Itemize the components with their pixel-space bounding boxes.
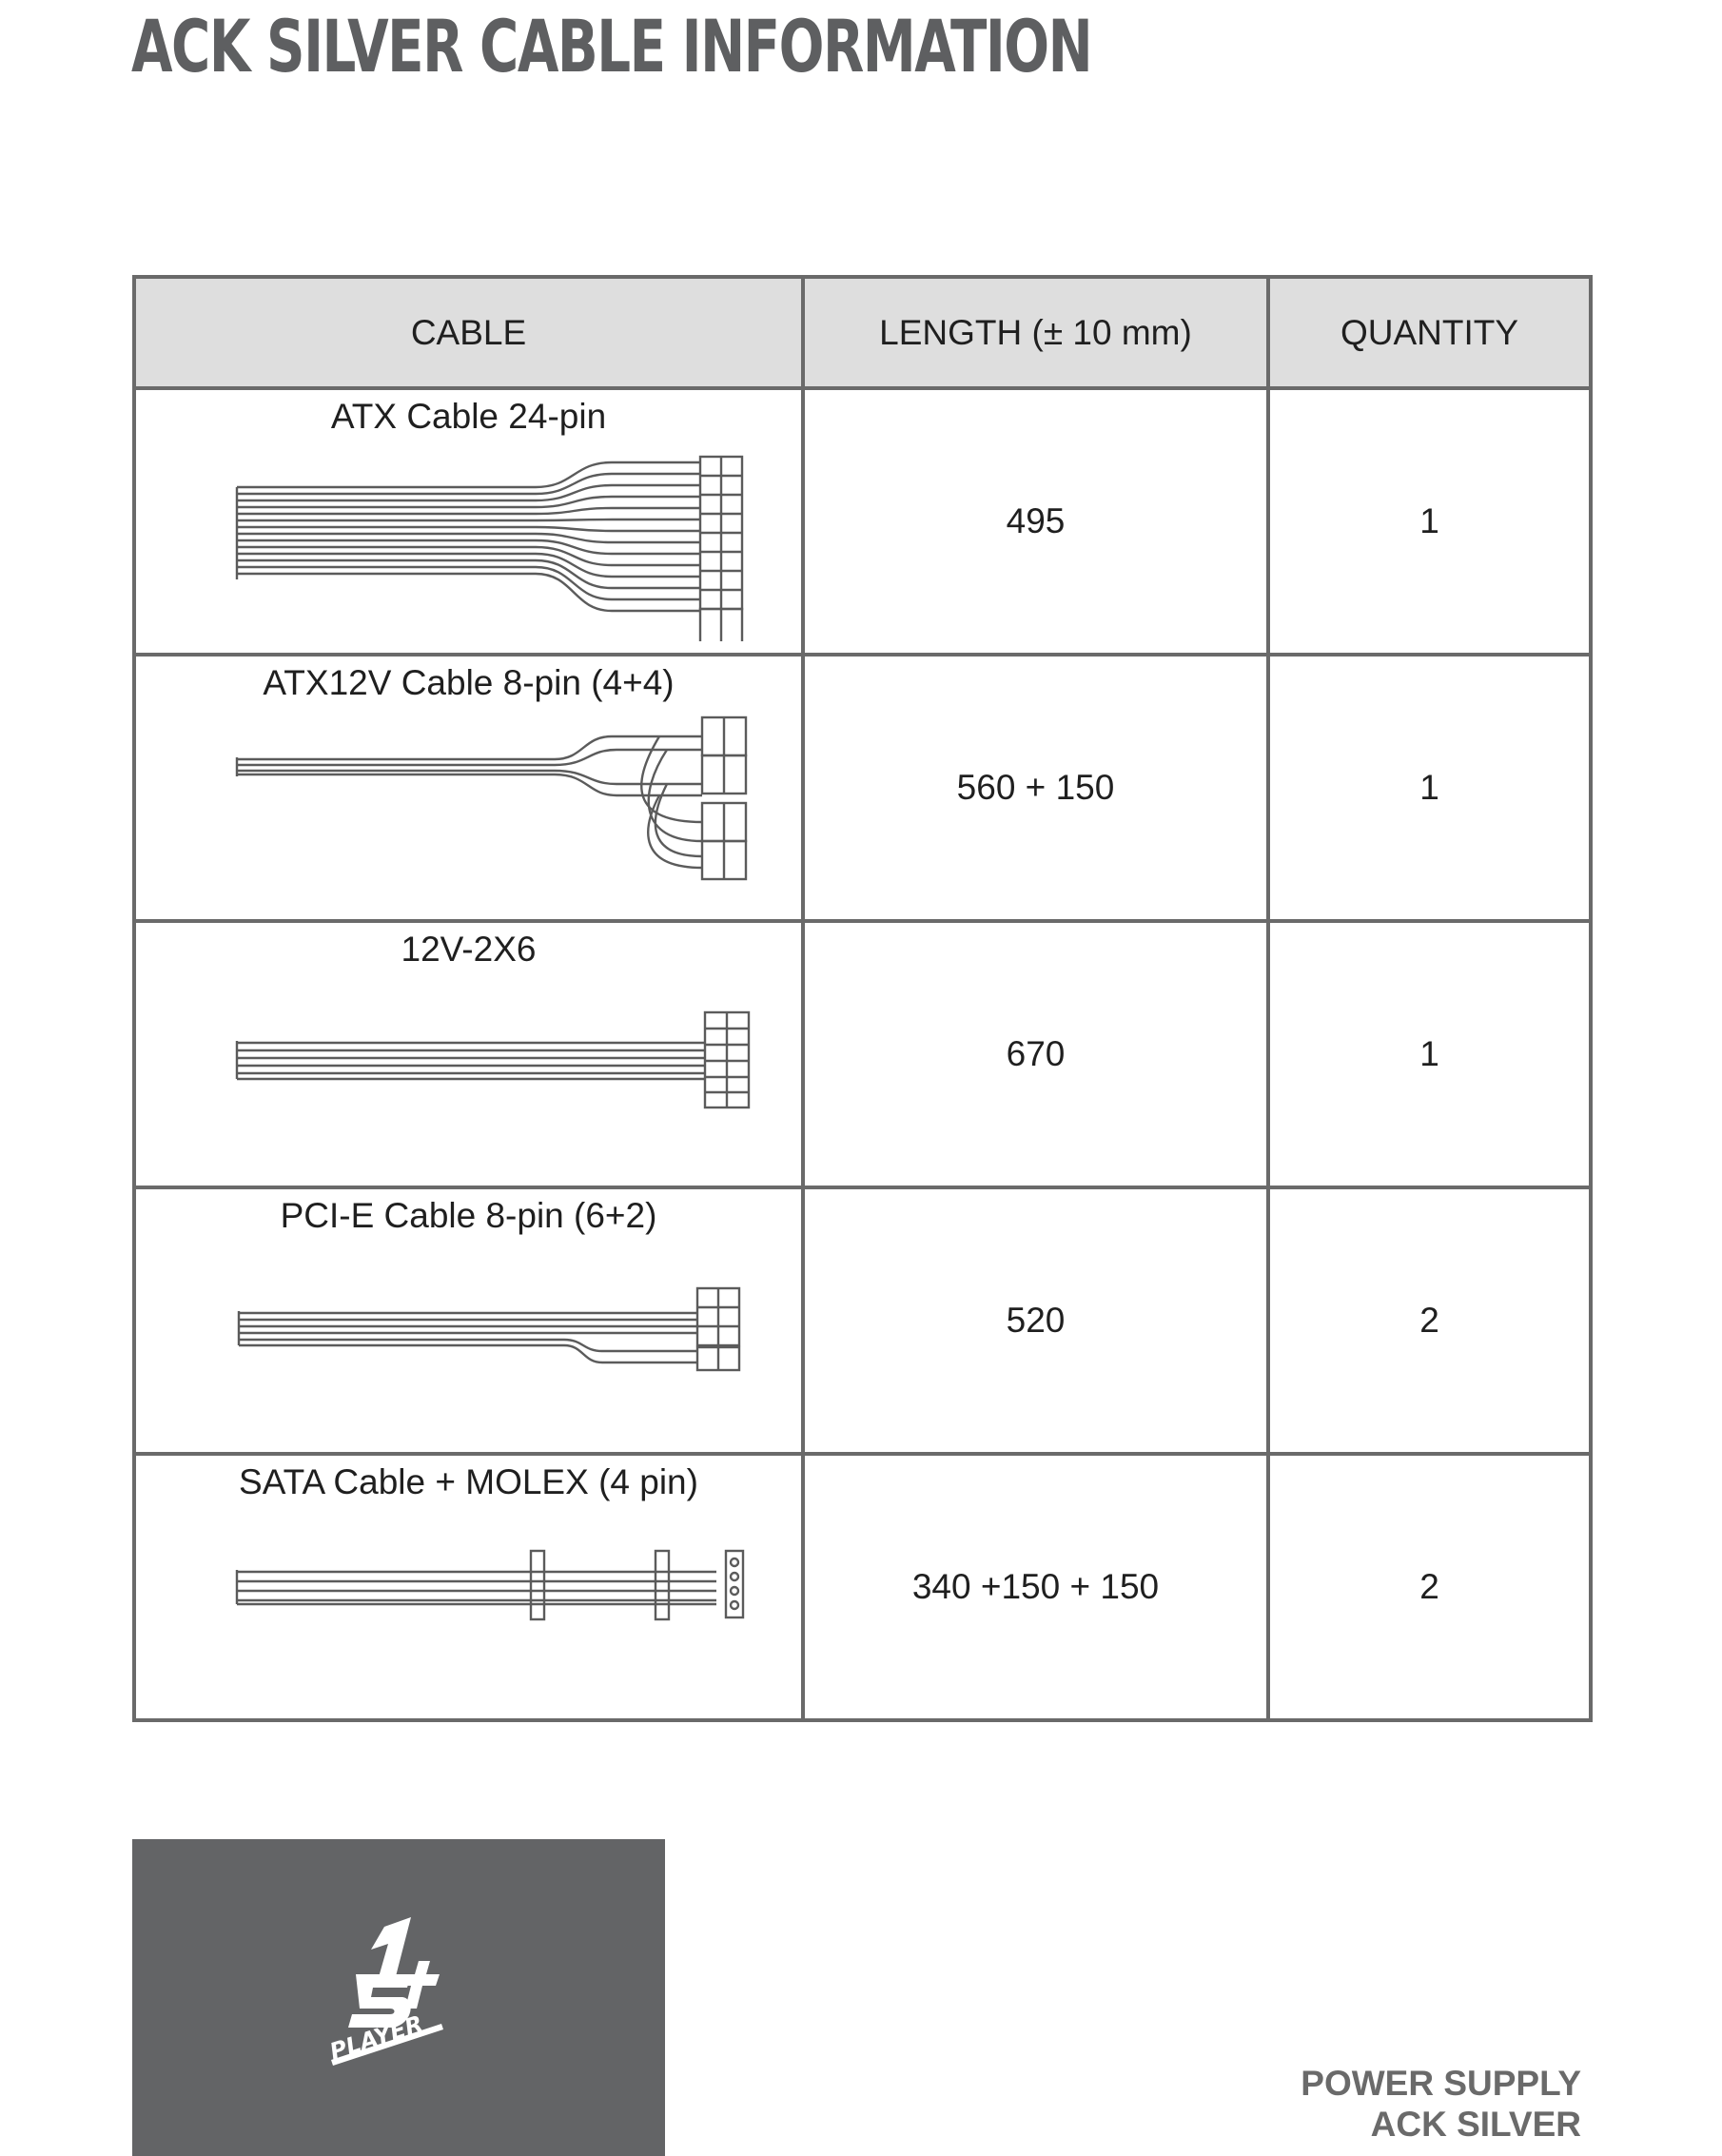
cable-name: 12V-2X6 xyxy=(401,930,537,969)
footer-brand-block: PLAYER xyxy=(132,1839,665,2156)
cable-cell: PCI-E Cable 8-pin (6+2) xyxy=(132,1186,805,1456)
quantity-cell: 1 xyxy=(1266,919,1593,1189)
table-header-row: CABLE LENGTH (± 10 mm) QUANTITY xyxy=(132,275,1593,390)
quantity-cell: 1 xyxy=(1266,386,1593,657)
cable-name: SATA Cable + MOLEX (4 pin) xyxy=(239,1462,698,1501)
cable-cell: 12V-2X6 xyxy=(132,919,805,1189)
cable-cell: ATX Cable 24-pin xyxy=(132,386,805,657)
length-cell: 340 +150 + 150 xyxy=(801,1452,1270,1722)
1st-player-logo: PLAYER xyxy=(327,1917,443,2066)
length-cell: 495 xyxy=(801,386,1270,657)
cable-information-table: CABLE LENGTH (± 10 mm) QUANTITY ATX Cabl… xyxy=(132,275,1593,1722)
quantity-cell: 1 xyxy=(1266,653,1593,923)
footer-product-label: POWER SUPPLY ACK SILVER xyxy=(1301,2063,1581,2145)
length-cell: 520 xyxy=(801,1186,1270,1456)
table-row: 12V-2X6 670 xyxy=(132,919,1593,1189)
table-row: PCI-E Cable 8-pin (6+2) xyxy=(132,1186,1593,1456)
12v-2x6-cable-icon xyxy=(235,1010,750,1109)
table-row: ATX Cable 24-pin 495 1 xyxy=(132,386,1593,657)
cable-cell: SATA Cable + MOLEX (4 pin) xyxy=(132,1452,805,1722)
page-title: ACK SILVER CABLE INFORMATION xyxy=(131,4,1093,88)
footer-line-power-supply: POWER SUPPLY xyxy=(1301,2064,1581,2103)
column-header-cable: CABLE xyxy=(132,275,805,390)
atx-24pin-cable-icon xyxy=(235,455,743,641)
table-row: SATA Cable + MOLEX (4 pin) xyxy=(132,1452,1593,1722)
pcie-8pin-cable-icon xyxy=(237,1286,740,1372)
column-header-length: LENGTH (± 10 mm) xyxy=(801,275,1270,390)
length-cell: 670 xyxy=(801,919,1270,1189)
atx12v-8pin-cable-icon xyxy=(235,715,747,881)
cable-name: ATX12V Cable 8-pin (4+4) xyxy=(263,663,675,702)
cable-cell: ATX12V Cable 8-pin (4+4) xyxy=(132,653,805,923)
table-row: ATX12V Cable 8-pin (4+4) xyxy=(132,653,1593,923)
sata-molex-cable-icon xyxy=(235,1549,744,1621)
length-cell: 560 + 150 xyxy=(801,653,1270,923)
column-header-quantity: QUANTITY xyxy=(1266,275,1593,390)
quantity-cell: 2 xyxy=(1266,1186,1593,1456)
cable-name: PCI-E Cable 8-pin (6+2) xyxy=(280,1196,657,1235)
footer-line-ack-silver: ACK SILVER xyxy=(1370,2105,1581,2144)
quantity-cell: 2 xyxy=(1266,1452,1593,1722)
cable-name: ATX Cable 24-pin xyxy=(330,397,607,436)
